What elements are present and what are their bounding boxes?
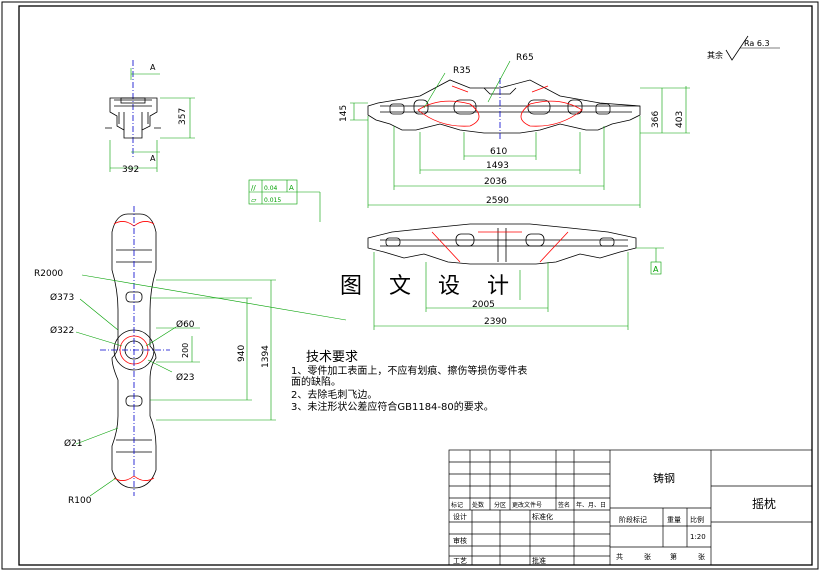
tolerance-frame: [248, 179, 321, 222]
svg-text:Ra 6.3: Ra 6.3: [744, 39, 770, 48]
bottom-view-sections: [431, 231, 569, 263]
dim-d21: Ø21: [64, 438, 83, 449]
dim-366: 366: [651, 111, 661, 128]
label-date: 年、月、日: [576, 501, 606, 509]
label-weight: 重量: [667, 516, 681, 524]
front-view-dims: [350, 60, 690, 208]
dim-357: 357: [178, 108, 188, 125]
dim-2590: 2590: [486, 196, 509, 206]
label-review: 审核: [453, 536, 467, 545]
dim-r100: R100: [68, 496, 92, 506]
side-view: [105, 60, 161, 158]
datum-a: A: [653, 265, 659, 274]
tech-requirement-2: 2、去除毛刺飞边。: [291, 390, 378, 401]
side-view-dims: [109, 68, 195, 172]
dim-2036: 2036: [484, 177, 507, 187]
bottom-view-dims: [373, 247, 664, 330]
bottom-view: [367, 223, 637, 265]
watermark-text: 图 文 设 计: [340, 274, 519, 299]
part-name: 摇枕: [752, 496, 776, 511]
tol-value-2: 0.015: [264, 197, 281, 204]
front-view-sections: [417, 78, 583, 140]
title-block: [448, 449, 813, 566]
label-approve: 批准: [532, 556, 546, 565]
tech-requirement-3: 3、未注形状公差应符合GB1184-80的要求。: [291, 402, 494, 413]
dim-200: 200: [181, 343, 190, 358]
tech-requirement-1-cont: 面的缺陷。: [291, 377, 341, 388]
section-letter-top: A: [150, 63, 156, 72]
dim-145: 145: [339, 105, 349, 122]
plan-view-sections: [100, 206, 170, 496]
dim-2005: 2005: [472, 300, 495, 310]
dim-403: 403: [675, 111, 685, 128]
section-letter-bottom: A: [150, 154, 156, 163]
label-mark: 标记: [451, 501, 463, 509]
label-count: 处数: [472, 501, 484, 509]
dim-r35: R35: [453, 66, 471, 76]
label-process: 工艺: [453, 557, 467, 565]
dim-r65: R65: [516, 53, 534, 63]
label-zone: 分区: [494, 501, 506, 509]
dim-1394: 1394: [261, 345, 271, 368]
dim-r2000: R2000: [34, 269, 63, 279]
tol-value-1: 0.04: [264, 185, 278, 192]
scale-value: 1:20: [690, 533, 706, 541]
plan-view-dims: [75, 274, 347, 497]
label-standardize: 标准化: [532, 512, 553, 521]
label-ratio: 比例: [690, 515, 704, 524]
dim-2390: 2390: [484, 317, 507, 327]
roughness-symbol: 其余 Ra 6.3: [707, 35, 780, 61]
label-change-doc: 更改文件号: [512, 501, 542, 509]
tech-requirement-1: 1、零件加工表面上，不应有划痕、擦伤等损伤零件表: [291, 366, 528, 377]
label-design: 设计: [453, 512, 467, 521]
sheet-no-label: 第: [670, 552, 677, 561]
label-signature: 签名: [558, 501, 570, 509]
svg-text:其余: 其余: [707, 50, 723, 60]
dim-392: 392: [122, 165, 139, 175]
drawing-frame: [18, 5, 813, 566]
tech-requirements-title: 技术要求: [306, 350, 359, 365]
dim-d322: Ø322: [50, 325, 74, 336]
dim-d23: Ø23: [176, 372, 195, 383]
label-stage-mark: 阶段标记: [619, 515, 647, 524]
tol-symbol-1: //: [251, 184, 256, 192]
dim-610: 610: [490, 147, 507, 157]
material: 铸钢: [653, 471, 675, 485]
dim-940: 940: [237, 345, 247, 362]
sheet-unit-2: 张: [698, 552, 705, 561]
dim-d60: Ø60: [176, 319, 195, 330]
dim-d373: Ø373: [50, 292, 74, 303]
tol-symbol-2: ▱: [251, 196, 257, 204]
tol-datum-1: A: [289, 184, 294, 192]
sheet-total-label: 共: [616, 552, 623, 561]
sheet-unit-1: 张: [644, 552, 651, 561]
dim-1493: 1493: [486, 161, 509, 171]
